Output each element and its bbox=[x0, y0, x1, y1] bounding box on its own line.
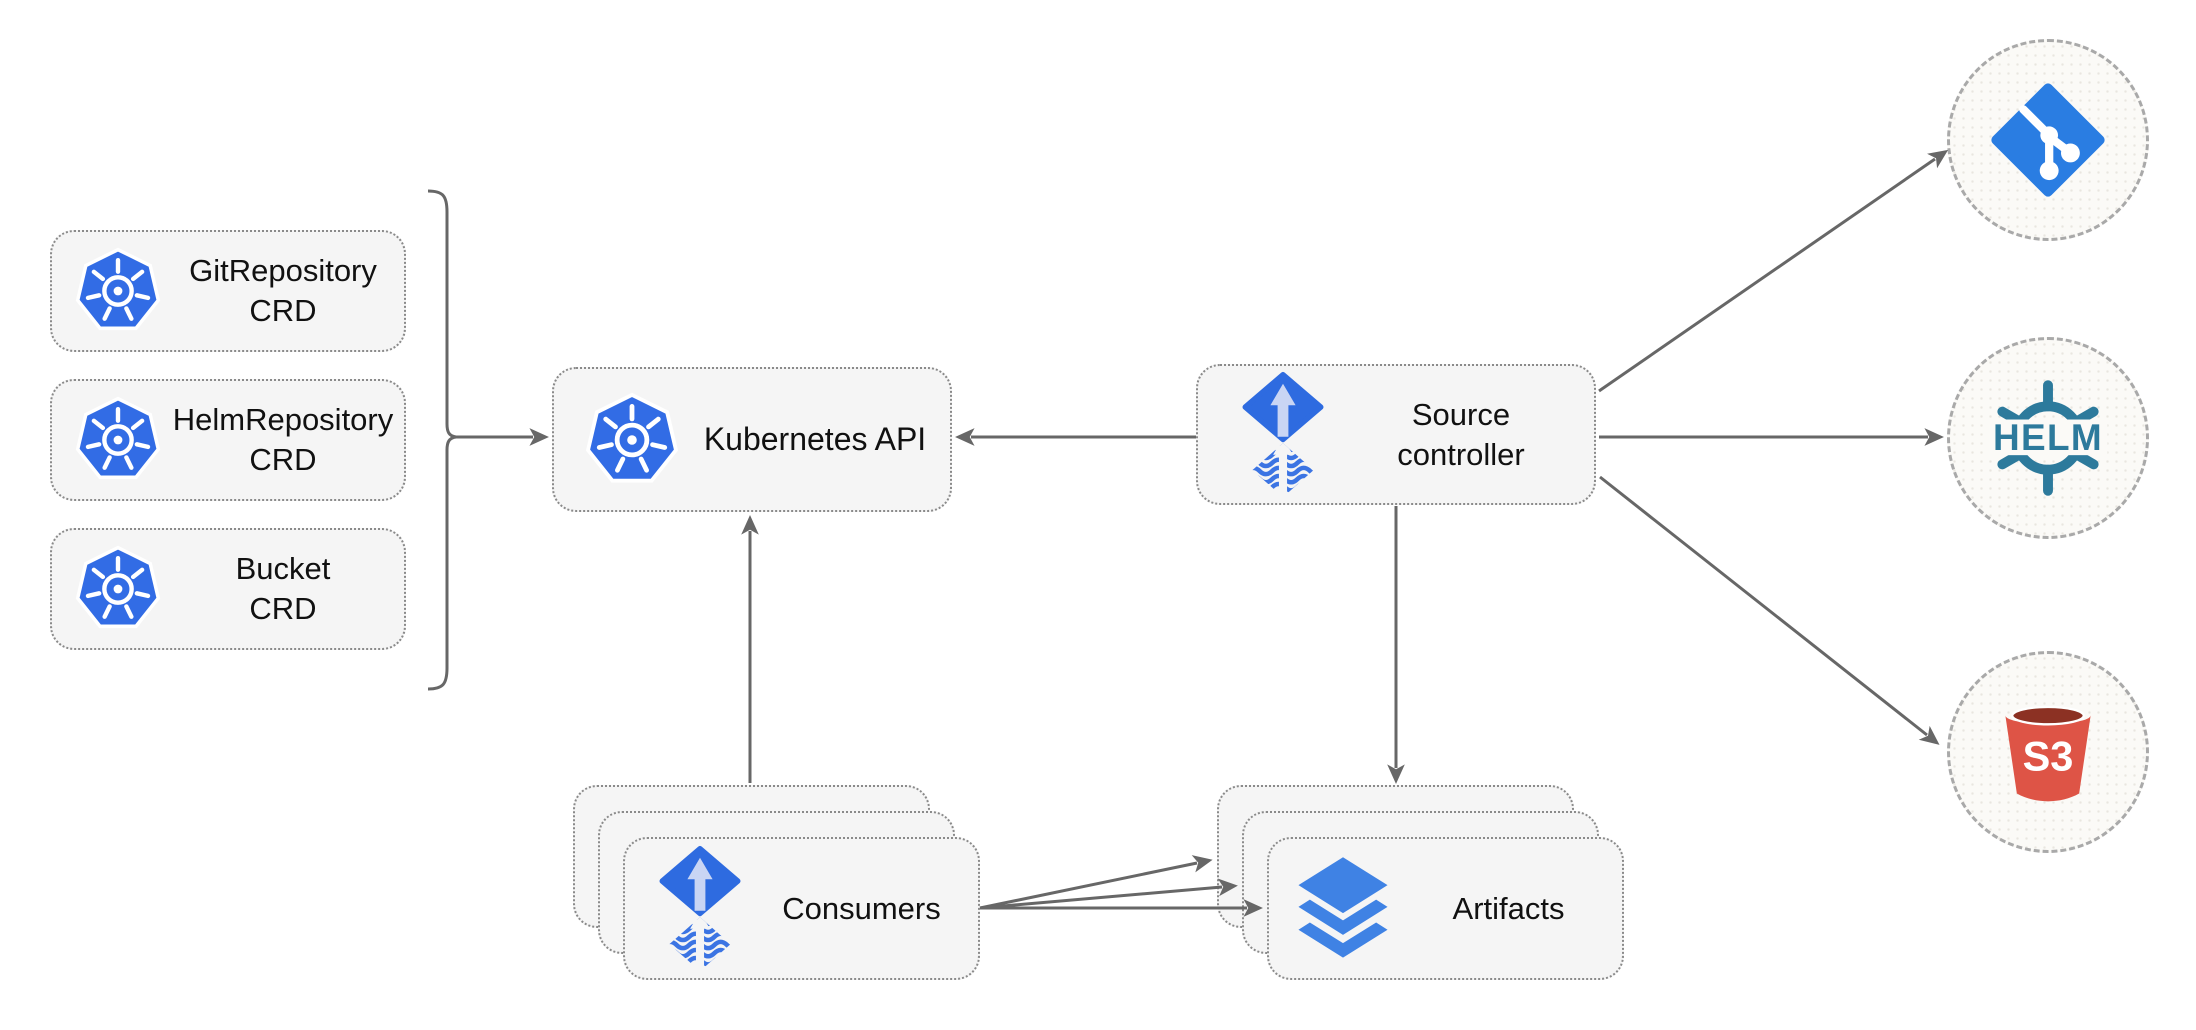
helm-logo-text: HELM bbox=[1993, 417, 2103, 458]
kubernetes-icon bbox=[75, 247, 161, 331]
node-kubernetes-api: Kubernetes API bbox=[552, 367, 952, 512]
source-controller-label: Source controller bbox=[1397, 396, 1525, 472]
layers-icon bbox=[1298, 856, 1388, 958]
helmrepository-crd-label: HelmRepository CRD bbox=[172, 402, 394, 477]
node-gitrepository-crd: GitRepository CRD bbox=[50, 230, 406, 352]
node-git-remote bbox=[1947, 39, 2149, 241]
bucket-crd-label: Bucket CRD bbox=[235, 551, 331, 626]
s3-bucket-icon: S3 bbox=[2005, 705, 2091, 802]
flux-icon bbox=[659, 845, 741, 971]
node-helm-remote: HELM bbox=[1947, 337, 2149, 539]
flux-icon bbox=[1242, 371, 1324, 497]
edge-consumers-to-artifacts-back bbox=[979, 855, 1213, 910]
kubernetes-icon bbox=[75, 545, 161, 629]
kubernetes-icon bbox=[585, 392, 679, 483]
kubernetes-icon bbox=[75, 396, 161, 480]
node-source-controller: Source controller bbox=[1196, 364, 1596, 505]
s3-logo-text: S3 bbox=[2023, 732, 2074, 779]
artifacts-label: Artifacts bbox=[1452, 890, 1565, 926]
kubernetes-api-label: Kubernetes API bbox=[703, 421, 927, 458]
node-consumers: Consumers bbox=[623, 837, 980, 980]
consumers-label: Consumers bbox=[782, 890, 941, 926]
helm-icon: HELM bbox=[1988, 380, 2108, 496]
edge-source-controller-to-git bbox=[1598, 149, 1949, 393]
node-s3-remote: S3 bbox=[1947, 651, 2149, 853]
node-bucket-crd: Bucket CRD bbox=[50, 528, 406, 650]
git-icon bbox=[1991, 83, 2105, 197]
crd-group-bracket bbox=[427, 189, 457, 691]
gitrepository-crd-label: GitRepository CRD bbox=[189, 253, 377, 328]
node-helmrepository-crd: HelmRepository CRD bbox=[50, 379, 406, 501]
edge-source-controller-to-s3 bbox=[1599, 475, 1940, 745]
node-artifacts: Artifacts bbox=[1267, 837, 1624, 980]
edge-consumers-to-artifacts-middle bbox=[979, 878, 1238, 910]
